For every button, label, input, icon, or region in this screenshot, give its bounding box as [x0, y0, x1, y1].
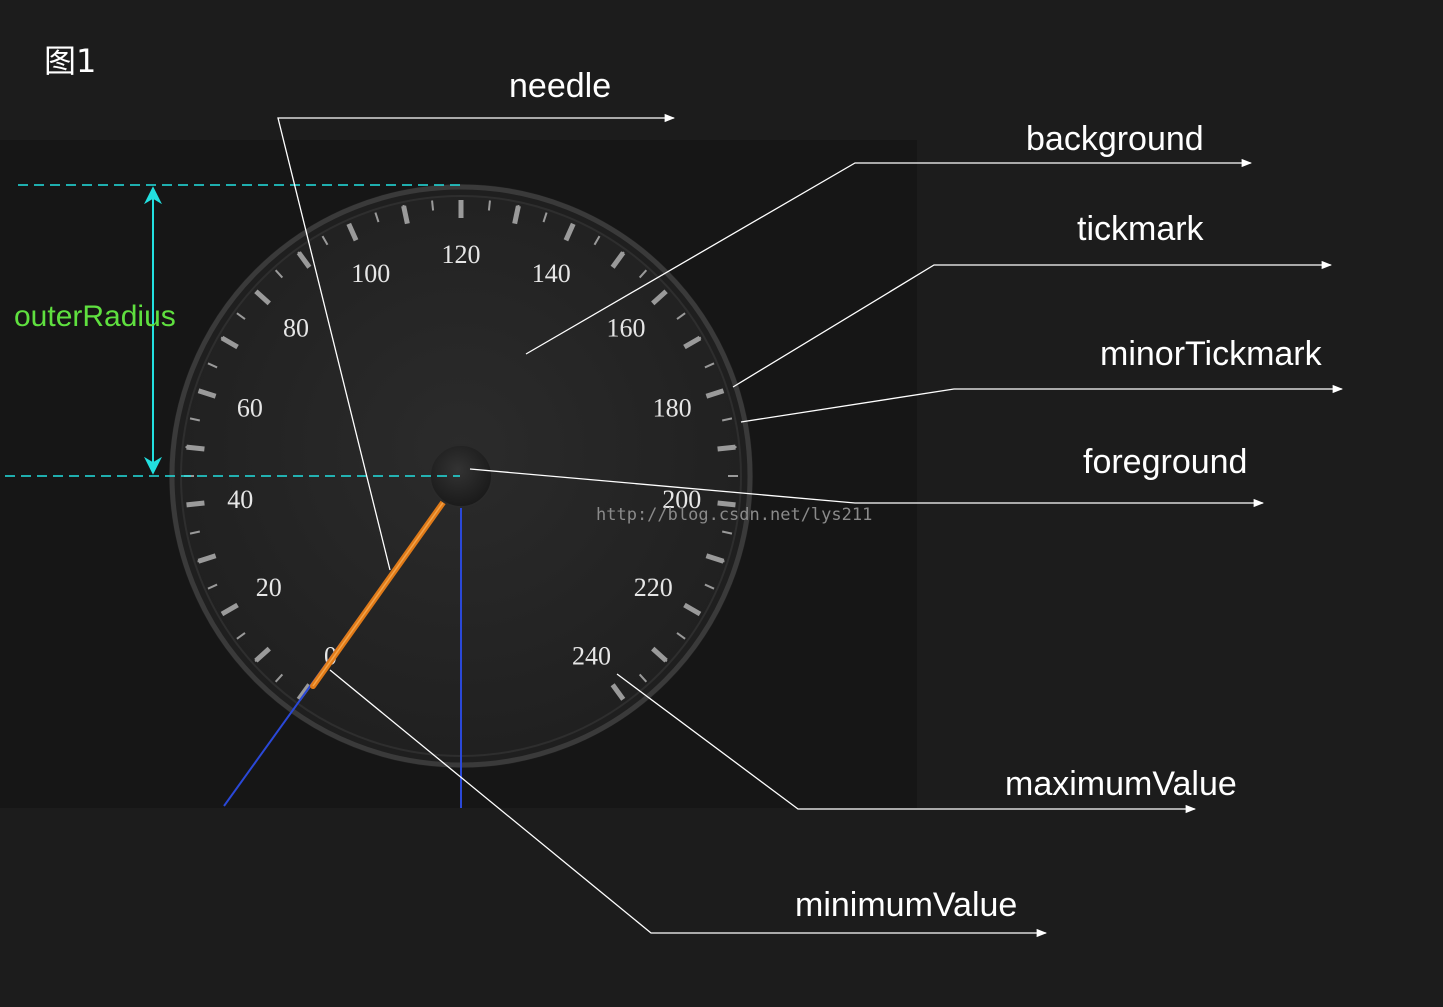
minor-tickmark: [638, 673, 648, 683]
tickmark: [220, 602, 239, 617]
minor-tickmark: [542, 212, 548, 223]
tick-label: 160: [606, 313, 645, 342]
background-leader: [525, 158, 1253, 355]
outer-radius-label: outerRadius: [14, 300, 176, 333]
needle-leader: [277, 113, 676, 571]
tickmark: [254, 289, 271, 306]
minor-tickmark: [676, 632, 686, 640]
needle: [310, 494, 450, 689]
minor-tickmark: [704, 362, 715, 369]
tick-label: 200: [662, 485, 701, 514]
tick-label: 180: [653, 393, 692, 422]
minor-tickmark: [236, 312, 246, 320]
tickmark: [186, 500, 205, 508]
minor-tickmark: [704, 583, 715, 590]
tickmark: [346, 222, 359, 242]
minor-tickmark-label: minorTickmark: [1100, 335, 1323, 373]
minor-tickmark: [638, 269, 648, 279]
tickmark: [296, 683, 312, 701]
tickmark: [651, 646, 668, 663]
tickmark: [197, 388, 217, 399]
tick-label: 80: [283, 313, 309, 342]
tickmark: [705, 553, 725, 564]
figure-caption: 图1: [44, 42, 97, 80]
tickmark: [197, 553, 217, 564]
watermark: http://blog.csdn.net/lys211: [596, 505, 872, 525]
tickmark: [651, 289, 668, 306]
tick-label: 40: [227, 485, 253, 514]
tickmark-label: tickmark: [1077, 210, 1205, 248]
minor-tickmark: [207, 583, 218, 590]
tickmark-leader: [732, 260, 1333, 388]
minor-tickmark: [189, 417, 201, 422]
tickmark: [220, 335, 239, 350]
minor-tickmark-leader: [740, 384, 1344, 423]
minor-tickmark: [593, 235, 601, 246]
tickmark: [401, 205, 410, 225]
minor-tickmark: [721, 530, 733, 535]
foreground-label: foreground: [1083, 443, 1247, 481]
minor-tickmark: [236, 632, 246, 640]
tick-label: 140: [532, 259, 571, 288]
tick-label: 120: [442, 240, 481, 269]
tick-label: 60: [237, 393, 263, 422]
minor-tickmark: [487, 200, 491, 211]
tick-label: 100: [351, 259, 390, 288]
maximum-value-leader: [616, 673, 1197, 814]
minor-tickmark: [374, 212, 380, 223]
minimum-value-label: minimumValue: [795, 886, 1017, 924]
tickmark: [717, 444, 736, 452]
tickmark: [683, 602, 702, 617]
tickmark: [254, 646, 271, 663]
tick-label: 220: [634, 573, 673, 602]
tickmark: [683, 335, 702, 350]
minor-tickmark: [207, 362, 218, 369]
minimum-value-leader: [329, 669, 1048, 938]
maximum-value-label: maximumValue: [1005, 765, 1237, 803]
outer-radius-dimension: outerRadius: [5, 184, 460, 477]
tickmark: [296, 251, 312, 269]
tick-label: 20: [256, 573, 282, 602]
minor-tickmark: [676, 312, 686, 320]
tickmark: [705, 388, 725, 399]
tickmark: [610, 251, 626, 269]
tickmarks: [186, 200, 736, 701]
tick-label: 240: [572, 642, 611, 671]
minor-tickmark: [189, 530, 201, 535]
tickmark: [512, 205, 521, 225]
minor-tickmark: [721, 417, 733, 422]
foreground-leader: [469, 468, 1265, 508]
annotation-leaders: [277, 113, 1344, 938]
needle-label: needle: [509, 67, 611, 105]
minor-tickmark: [431, 200, 435, 211]
minor-tickmark: [274, 673, 284, 683]
tickmark: [717, 500, 736, 508]
minor-tickmark: [274, 269, 284, 279]
tickmark: [610, 683, 626, 701]
minor-tickmark: [321, 235, 329, 246]
tickmark: [563, 222, 576, 242]
background-label: background: [1026, 120, 1204, 158]
tickmark: [186, 444, 205, 452]
